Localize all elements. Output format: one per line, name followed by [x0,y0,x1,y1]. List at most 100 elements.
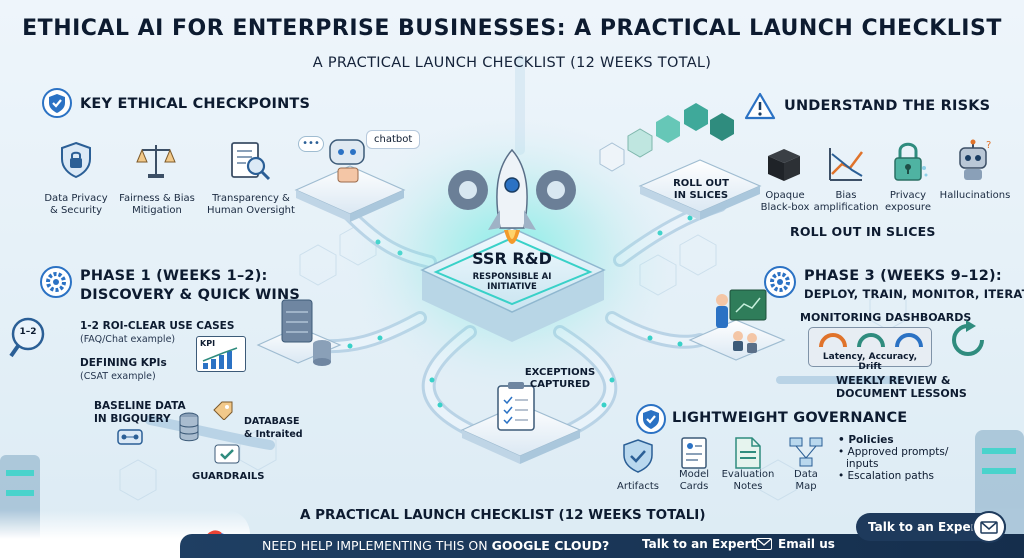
monitoring-label: MONITORING DASHBOARDS [800,311,972,324]
exceptions-line: EXCEPTIONS [524,367,596,378]
rocket-icon [488,148,536,244]
database-label: & Intraited [244,429,303,440]
magnifier-icon [8,316,48,360]
kpis-note: (CSAT example) [80,371,156,382]
governance-shield-icon [636,404,666,434]
checkpoint-label: Mitigation [132,205,182,216]
presenter-tile [688,289,786,361]
bias-chart-icon [826,144,866,184]
checkpoint-label: Transparency & [212,193,290,204]
guardrails-label: GUARDRAILS [192,471,265,482]
use-cases-label: 1-2 ROI-CLEAR USE CASES [80,320,235,332]
hub-line: RESPONSIBLE AI [472,272,552,282]
checkpoint-label: Data Privacy [44,193,108,204]
rollout-hexes [599,103,734,172]
tag-icon [212,400,234,421]
checkpoint-label: Fairness & Bias [119,193,195,204]
robot-icon: ? [952,138,994,182]
governance-bullet: • Approved prompts/ [838,446,949,458]
governance-bullet: • Escalation paths [838,470,934,482]
risk-label: exposure [885,202,931,213]
rollout-label: ROLL OUT IN SLICES [790,224,936,239]
kpi-chart-icon [202,347,238,369]
padlock-icon [888,138,928,184]
iterate-cycle-icon [946,318,990,362]
chatbot-label: chatbot [366,130,421,149]
governance-item-label: Artifacts [617,481,659,492]
kpi-badge: KPI [200,339,216,348]
phase1-heading: PHASE 1 (WEEKS 1–2): [80,268,268,284]
weekly-review-label: DOCUMENT LESSONS [836,387,967,400]
central-hub-tile [420,227,606,342]
talk-to-expert-link[interactable]: Talk to an Expert [642,537,757,551]
governance-item-label: Data [794,469,818,480]
footer-caption: A PRACTICAL LAUNCH CHECKLIST (12 WEEKS T… [300,507,706,523]
gear-icon [764,266,796,298]
risk-label: Bias [835,190,857,201]
chat-dots-icon: ••• [298,136,324,152]
exceptions-tile [460,382,582,464]
rollout-tile-label: ROLL OUT IN SLICES [668,178,734,202]
hub-title: SSR R&D [472,249,552,268]
google-cloud-text: GOOGLE CLOUD? [491,538,610,553]
bigquery-node-icon [112,426,148,450]
weekly-review-label: WEEKLY REVIEW & [836,374,951,387]
phase1-subheading: DISCOVERY & QUICK WINS [80,287,300,303]
svg-text:?: ? [986,140,991,151]
checkpoint-label: Human Oversight [207,205,295,216]
scales-icon [134,140,178,180]
governance-bullets: • Policies • Approved prompts/ inputs • … [838,434,948,482]
risk-label: Black-box [760,202,810,213]
page-title: ETHICAL AI FOR ENTERPRISE BUSINESSES: A … [22,16,1002,41]
envelope-icon[interactable] [972,511,1006,543]
gear-icon [40,266,72,298]
governance-item-label: Evaluation [721,469,775,480]
governance-item-label: Notes [733,481,763,492]
governance-bullet: • Policies [838,434,894,446]
governance-bullet: inputs [846,458,879,470]
black-box-icon [764,146,804,184]
guardrails-check-icon [214,444,240,464]
governance-heading: LIGHTWEIGHT GOVERNANCE [672,410,908,426]
phase3-subheading: DEPLOY, TRAIN, MONITOR, ITERATE [804,287,1024,301]
chatbot-tile [294,139,406,222]
checkpoint-label: & Security [49,205,103,216]
data-map-icon [788,436,824,468]
footer-cta-text: NEED HELP IMPLEMENTING THIS ON GOOGLE CL… [262,538,609,553]
baseline-label: IN BIGQUERY [94,413,171,425]
mail-icon[interactable] [756,538,772,550]
checkpoint-shield-icon [42,88,72,118]
kpi-chart-card: KPI [196,336,246,372]
governance-item-label: Cards [679,481,709,492]
warning-icon [744,92,776,120]
risk-label: amplification [813,202,879,213]
exceptions-line: CAPTURED [529,379,591,390]
metrics-label: Latency, Accuracy, Drift [822,352,918,372]
risk-label: Opaque [765,190,805,201]
talk-to-expert-button-label: Talk to an Expert [868,520,983,534]
evaluation-notes-icon [734,436,762,470]
rollout-tile [638,159,762,220]
database-icon [178,412,200,442]
rollout-tile-line: IN SLICES [673,190,729,201]
page-subtitle: A PRACTICAL LAUNCH CHECKLIST (12 WEEKS T… [312,55,712,71]
document-magnifier-icon [228,140,272,182]
artifacts-shield-icon [620,438,656,474]
need-help-text: NEED HELP IMPLEMENTING THIS ON [262,538,492,553]
server-tile [256,299,342,366]
phase3-heading: PHASE 3 (WEEKS 9–12): [804,268,1002,284]
gauge-icons [819,333,923,348]
database-label: DATABASE [244,416,300,427]
governance-item-label: Map [795,481,817,492]
email-us-link[interactable]: Email us [778,537,835,551]
checkpoints-heading: KEY ETHICAL CHECKPOINTS [80,96,311,112]
risk-label: Hallucinations [939,190,1011,201]
hub-label: SSR R&D RESPONSIBLE AI INITIATIVE [432,249,592,293]
rollout-tile-line: ROLL OUT [673,178,729,189]
risk-label: Privacy [889,190,927,201]
use-cases-note: (FAQ/Chat example) [80,334,176,345]
exceptions-label: EXCEPTIONS CAPTURED [520,367,600,391]
governance-item-label: Model [678,469,710,480]
use-case-count-badge: 1–2 [19,327,37,337]
